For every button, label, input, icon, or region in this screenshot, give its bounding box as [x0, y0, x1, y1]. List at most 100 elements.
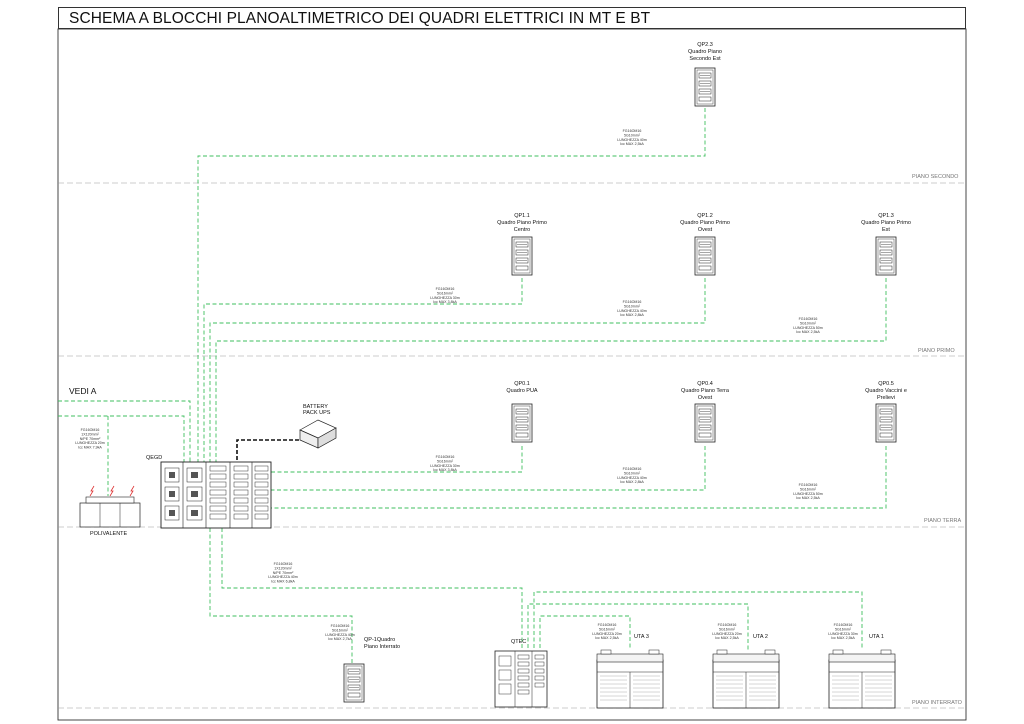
qegd-label: QEGD	[146, 455, 162, 461]
qegd-switchboard: QEGD	[146, 455, 272, 529]
panel-label: QP0.1	[514, 381, 530, 387]
page-title: SCHEMA A BLOCCHI PLANOALTIMETRICO DEI QU…	[69, 10, 651, 27]
cable-spec-c-qtec: N/PE 70mm²	[273, 571, 294, 575]
cable-spec-c-qp11: FG16OM16	[436, 287, 455, 291]
cable-spec-c-qpm1: FG16OM16	[331, 624, 350, 628]
floor-label-terra: PIANO TERRA	[924, 518, 962, 524]
route-uta-bus3	[539, 615, 631, 650]
route-qp12	[209, 278, 706, 462]
panel-label: Est	[882, 227, 890, 233]
uta-3: UTA 3	[596, 634, 664, 709]
battery-label: PACK UPS	[303, 410, 331, 416]
cable-spec-c-qp05: LUNGHEZZA 50m	[793, 492, 823, 496]
cable-spec-c-qp04: LUNGHEZZA 40m	[617, 476, 647, 480]
cable-spec-c-uta2: FG16OM16	[718, 623, 737, 627]
sheet-frame	[57, 28, 967, 721]
cable-spec-c-qp13: 5G10mm²	[800, 321, 817, 325]
cable-spec-c-qp12: Icc MAX 2,8kA	[620, 313, 644, 317]
route-vedia	[58, 400, 191, 462]
cable-spec-c-qpm1: 5G16mm²	[332, 628, 349, 632]
uta-2: UTA 2	[712, 634, 780, 709]
title-block: SCHEMA A BLOCCHI PLANOALTIMETRICO DEI QU…	[58, 7, 966, 29]
route-qp04	[262, 446, 706, 491]
floor-label-primo: PIANO PRIMO	[918, 348, 955, 354]
panel-label: QP0.5	[878, 381, 894, 387]
floor-label-secondo: PIANO SECONDO	[912, 174, 959, 180]
cable-spec-c-uta1: FG16OM16	[834, 623, 853, 627]
cable-spec-c-qp01: 5G16mm²	[437, 459, 454, 463]
cable-spec-c-qp01: Icc MAX 3,8kA	[433, 468, 457, 472]
panel-label: QP0.4	[697, 381, 713, 387]
route-uta-bus2	[533, 591, 863, 650]
route-qp05	[262, 446, 887, 509]
cable-spec-c-qp04: 5G10mm²	[624, 471, 641, 475]
cable-spec-c-qp23: FG16OM16	[623, 129, 642, 133]
polivalente-label: POLIVALENTE	[90, 531, 128, 537]
cable-spec-c-qtec: Icc MAX 6,8kA	[271, 580, 295, 584]
cable-spec-c-qp11: 5G16mm²	[437, 291, 454, 295]
cable-spec-c-uta2: LUNGHEZZA 20m	[712, 632, 742, 636]
battery-link	[236, 439, 305, 472]
cable-spec-c-qpm1: LUNGHEZZA 40m	[325, 633, 355, 637]
cable-spec-c-uta2: 5G16mm²	[719, 627, 736, 631]
cable-routes	[58, 108, 887, 664]
cable-spec-c-poli: 1X120mm²	[81, 432, 99, 436]
cable-spec-c-uta3: 5G16mm²	[599, 627, 616, 631]
cable-spec-c-qp01: LUNGHEZZA 30m	[430, 464, 460, 468]
route-qtec	[221, 528, 523, 648]
cable-spec-c-uta3: Icc MAX 2,5kA	[595, 636, 619, 640]
cable-spec-c-qp23: LUNGHEZZA 40m	[617, 138, 647, 142]
cable-spec-c-qp23: Icc MAX 2,5kA	[620, 142, 644, 146]
cable-spec-c-poli: Icc MAX 7,9kA	[78, 446, 102, 450]
cable-spec-c-qp04: FG16OM16	[623, 467, 642, 471]
uta-label: UTA 2	[753, 634, 768, 640]
panel-qp05: QP0.5 Quadro Vaccini e Prelievi	[865, 381, 907, 443]
panel-label: Quadro Piano Terra	[681, 388, 730, 394]
panel-label: Prelievi	[877, 395, 895, 401]
panel-label: QP1.2	[697, 213, 713, 219]
cable-spec-c-qp05: Icc MAX 2,5kA	[796, 496, 820, 500]
cable-spec-c-qp01: FG16OM16	[436, 455, 455, 459]
panel-qp13: QP1.3 Quadro Piano Primo Est	[861, 213, 911, 276]
cable-spec-c-uta1: 5G16mm²	[835, 627, 852, 631]
route-qpm1	[209, 528, 353, 664]
floor-dividers	[58, 182, 966, 709]
cable-spec-c-poli: N/PE 70mm²	[80, 437, 101, 441]
route-qp23	[197, 108, 706, 462]
cable-spec-c-uta2: Icc MAX 2,5kA	[715, 636, 739, 640]
cable-spec-c-qtec: FG16OM16	[274, 562, 293, 566]
cable-spec-c-qp23: 5G10mm²	[624, 133, 641, 137]
cable-spec-c-uta1: Icc MAX 2,5kA	[831, 636, 855, 640]
cable-spec-c-uta1: LUNGHEZZA 30m	[828, 632, 858, 636]
panel-label: Quadro Piano Primo	[497, 220, 547, 226]
panel-qp11: QP1.1 Quadro Piano Primo Centro	[497, 213, 547, 276]
qtec-label: QTEC	[511, 639, 526, 645]
panel-label: Ovest	[698, 395, 713, 401]
panel-label: Quadro Piano Primo	[680, 220, 730, 226]
cable-spec-c-poli: LUNGHEZZA 20m	[75, 441, 105, 445]
panel-label: QP1.1	[514, 213, 530, 219]
cable-spec-c-qtec: LUNGHEZZA 40m	[268, 575, 298, 579]
panel-label: QP2.3	[697, 42, 713, 48]
panel-label: Secondo Est	[689, 56, 721, 62]
panel-label: Centro	[514, 227, 531, 233]
cable-spec-c-uta3: LUNGHEZZA 20m	[592, 632, 622, 636]
cable-spec-c-qp13: LUNGHEZZA 50m	[793, 326, 823, 330]
cable-spec-c-qp05: 5G16mm²	[800, 487, 817, 491]
panel-qpm1: QP-1Quadro Piano Interrato	[343, 637, 400, 703]
cable-spec-c-poli: FG16OM16	[81, 428, 100, 432]
cable-spec-c-qtec: 1X120mm²	[274, 566, 292, 570]
cable-spec-c-uta3: FG16OM16	[598, 623, 617, 627]
panel-label: Quadro Piano Primo	[861, 220, 911, 226]
panel-qp01: QP0.1 Quadro PUA	[506, 381, 538, 443]
cable-spec-c-qp12: LUNGHEZZA 40m	[617, 309, 647, 313]
route-uta-bus1	[527, 603, 749, 650]
qtec-switchboard: QTEC	[494, 639, 548, 708]
uta-label: UTA 1	[869, 634, 884, 640]
cable-spec-c-qp11: LUNGHEZZA 30m	[430, 296, 460, 300]
panel-qp23: QP2.3 Quadro Piano Secondo Est	[688, 42, 722, 107]
cable-spec-c-qpm1: Icc MAX 2,7kA	[328, 637, 352, 641]
polivalente-unit: POLIVALENTE	[79, 485, 141, 537]
panel-label: Piano Interrato	[364, 644, 400, 650]
panel-label: Ovest	[698, 227, 713, 233]
